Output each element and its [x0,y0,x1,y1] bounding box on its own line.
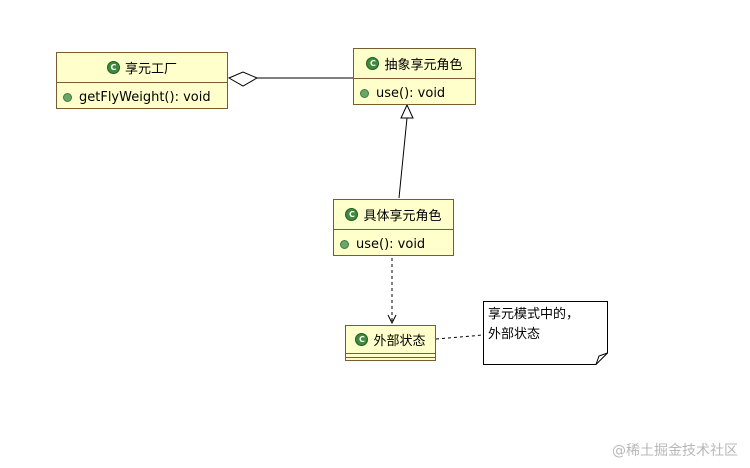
operations-section: use(): void [334,233,453,255]
class-name: 享元工厂 [124,62,177,77]
class-header: C 具体享元角色 [334,200,453,229]
aggregation-connector [227,71,353,87]
class-name: 外部状态 [373,334,426,349]
attributes-section [354,78,475,82]
operation-item[interactable]: getFlyWeight(): void [57,86,227,108]
note-shape [483,301,608,365]
dependency-connector [387,258,397,325]
class-header: C 享元工厂 [57,53,227,82]
class-name: 具体享元角色 [363,209,442,224]
public-operation-dot-icon [340,239,349,249]
operation-label: use(): void [376,85,446,101]
attributes-section [57,82,227,86]
attributes-section [346,353,435,357]
class-concrete-flyweight[interactable]: C 具体享元角色 use(): void [333,199,454,256]
attributes-section [334,229,453,233]
class-name: 抽象享元角色 [384,58,463,73]
operation-label: getFlyWeight(): void [79,89,211,105]
class-c-icon: C [106,61,120,74]
class-header: C 外部状态 [346,326,435,353]
class-c-icon: C [355,333,369,346]
class-c-icon: C [345,208,359,221]
class-flyweight-factory[interactable]: C 享元工厂 getFlyWeight(): void [56,52,228,109]
class-c-icon: C [366,57,380,70]
operation-label: use(): void [356,236,426,252]
note-text: 享元模式中的， 外部状态 [488,307,580,342]
operation-item[interactable]: use(): void [354,82,475,104]
aggregation-diamond [227,71,259,87]
watermark: @稀土掘金技术社区 [612,443,738,459]
generalization-connector [398,103,414,199]
public-operation-dot-icon [63,92,72,102]
dependency-arrowhead [387,314,397,325]
class-header: C 抽象享元角色 [354,49,475,78]
note-anchor-connector [435,334,484,340]
operations-section [346,357,435,361]
operations-section: use(): void [354,82,475,104]
class-abstract-flyweight[interactable]: C 抽象享元角色 use(): void [353,48,476,105]
operations-section: getFlyWeight(): void [57,86,227,108]
inheritance-arrowhead [400,103,414,119]
public-operation-dot-icon [360,88,369,98]
note[interactable]: 享元模式中的， 外部状态 [483,301,608,365]
class-external-state[interactable]: C 外部状态 [345,325,436,361]
operation-item[interactable]: use(): void [334,233,453,255]
